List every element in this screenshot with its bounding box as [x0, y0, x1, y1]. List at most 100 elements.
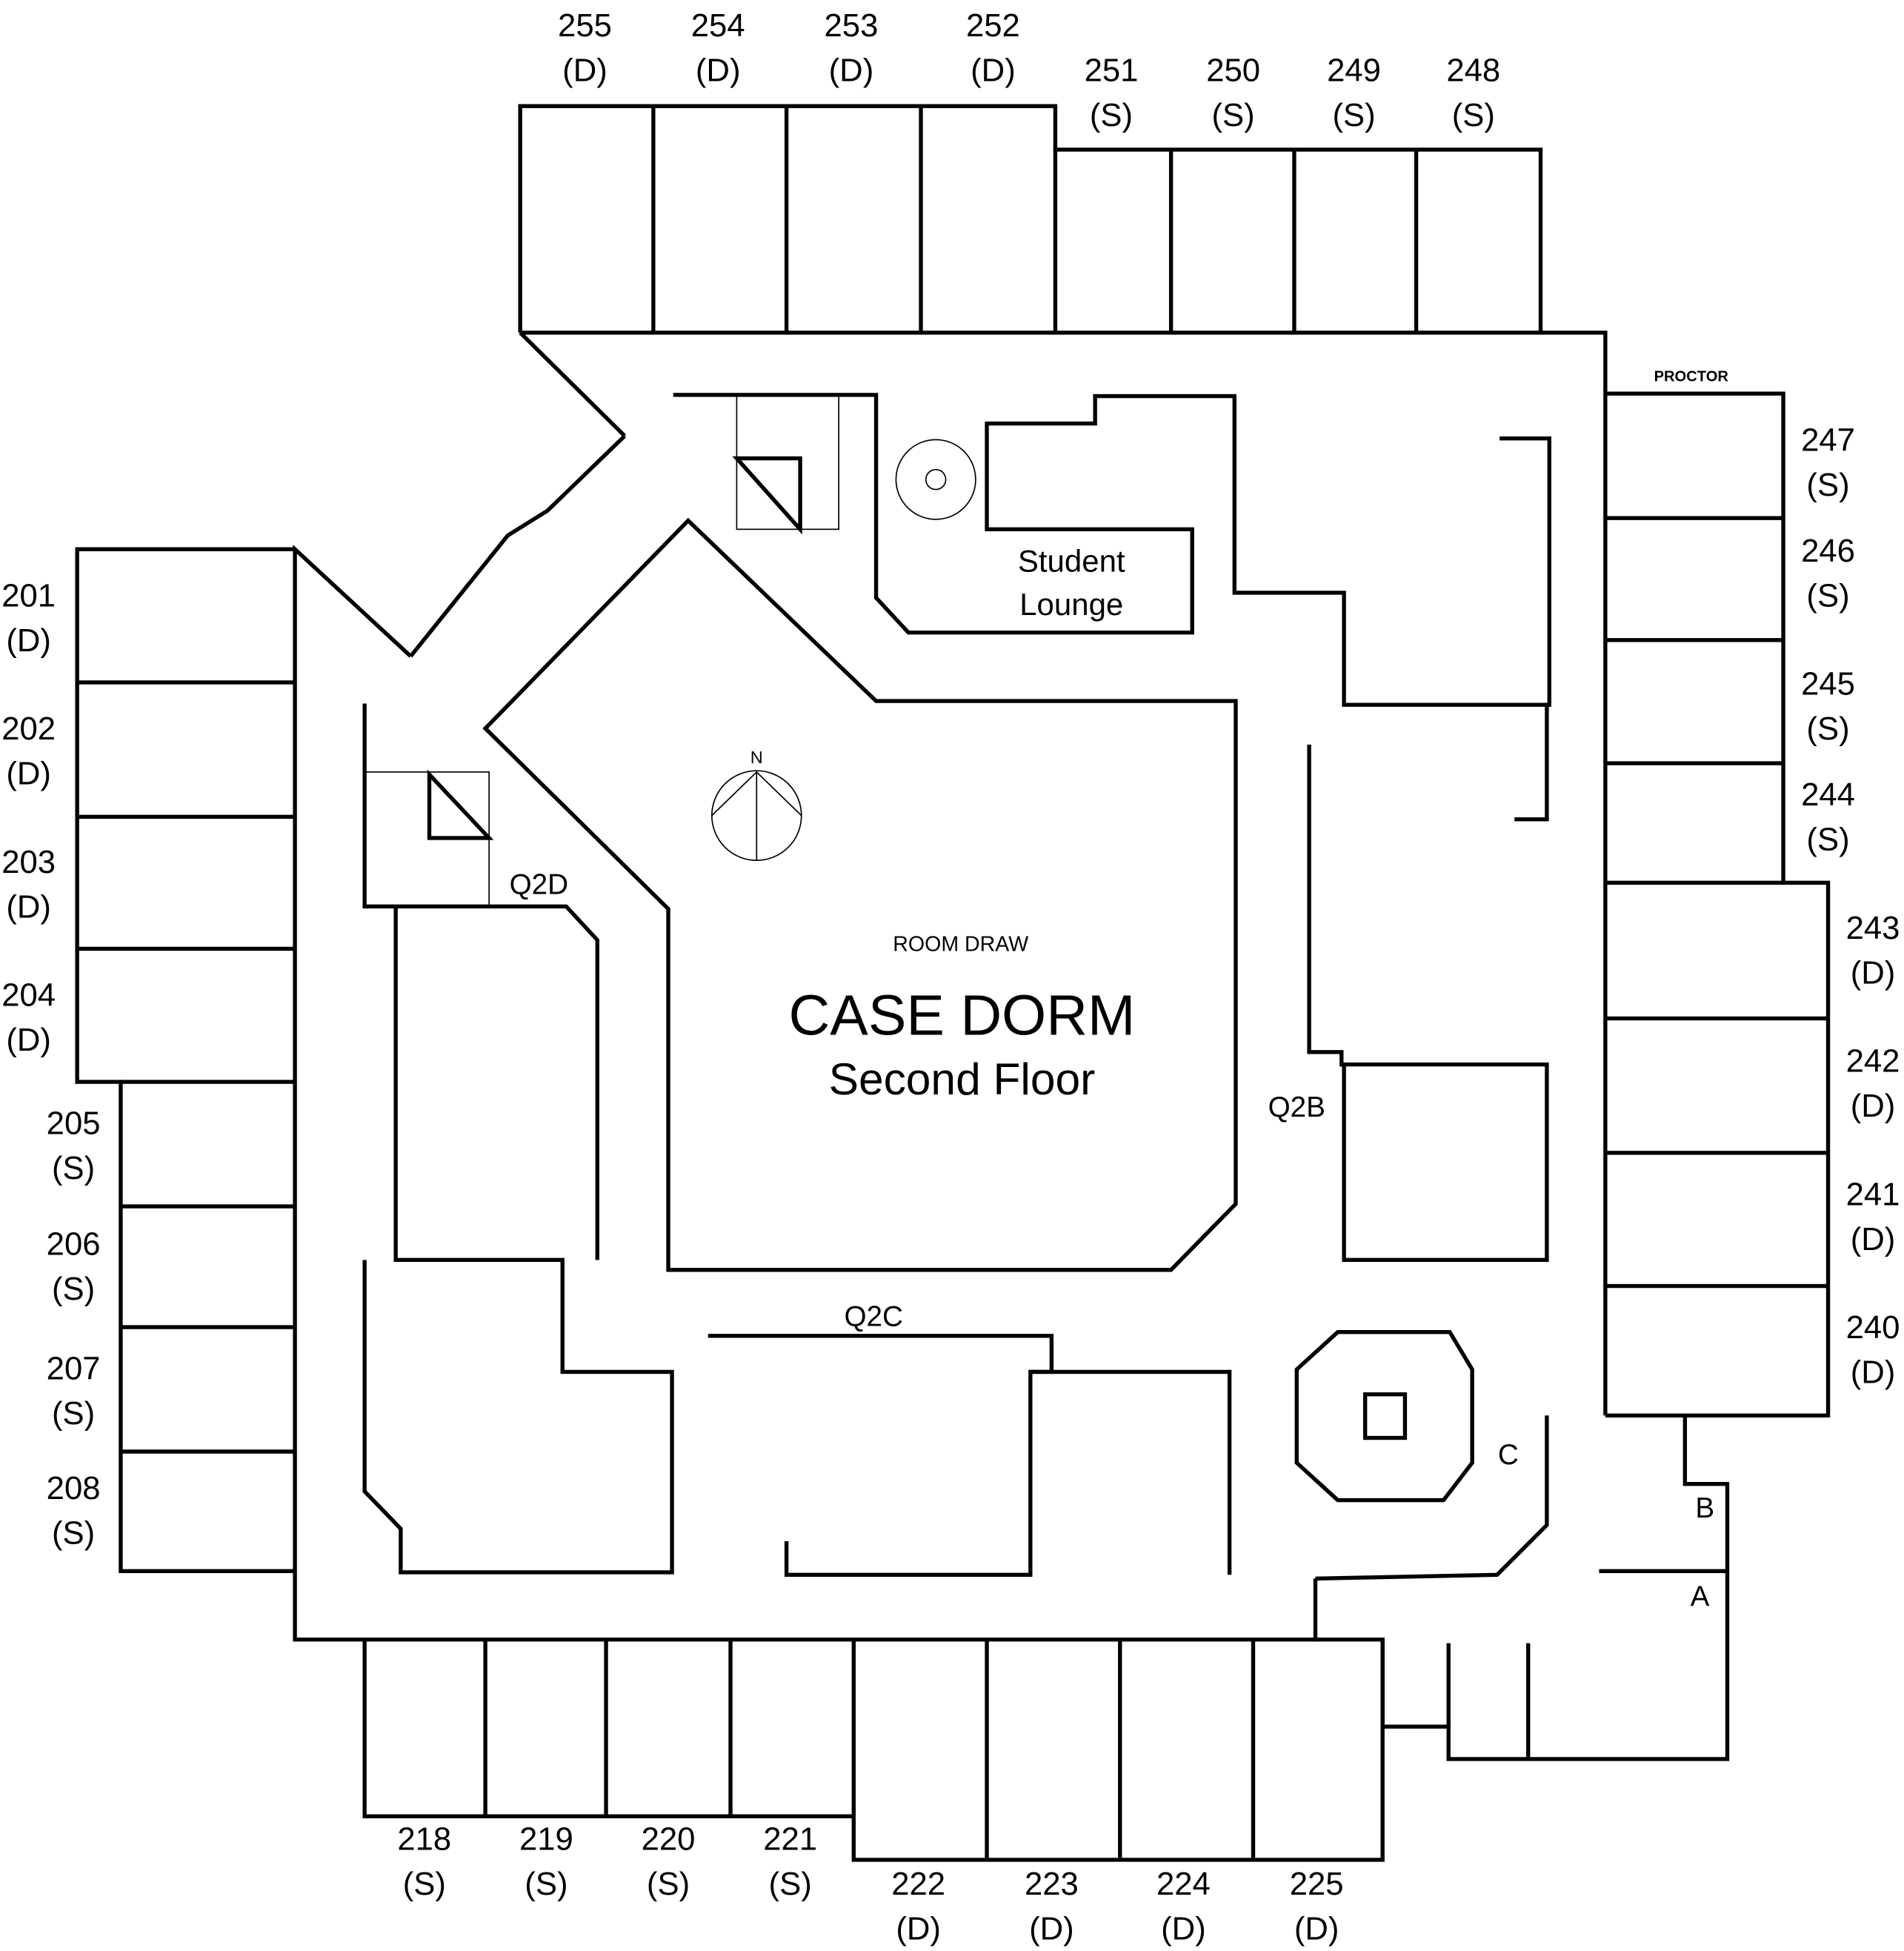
room-type: (D) [896, 1910, 941, 1947]
room-type: (S) [1332, 97, 1375, 133]
room-205[interactable]: 205 (S) [47, 1106, 101, 1186]
room-249[interactable]: 249 (S) [1327, 53, 1381, 133]
room-type: (S) [1806, 577, 1849, 614]
room-number: 203 [1, 844, 56, 880]
q2b-label: Q2B [1268, 1091, 1325, 1123]
room-type: (D) [1851, 1221, 1896, 1257]
room-type: (S) [52, 1271, 95, 1307]
room-245[interactable]: 245 (S) [1801, 666, 1855, 747]
room-222[interactable]: 222 (D) [891, 1866, 945, 1947]
room-type: (D) [6, 888, 51, 925]
room-type: (S) [52, 1150, 95, 1186]
room-type: (D) [1851, 954, 1896, 991]
room-type: (D) [829, 53, 874, 89]
room-248[interactable]: 248 (S) [1446, 53, 1500, 133]
room-220[interactable]: 220 (S) [642, 1821, 696, 1902]
room-number: 249 [1327, 53, 1381, 89]
room-204[interactable]: 204(D) [1, 977, 56, 1058]
room-243[interactable]: 243(D) [1846, 910, 1900, 991]
room-number: 204 [1, 977, 56, 1014]
room-221[interactable]: 221(S) [763, 1821, 817, 1902]
compass-icon [710, 770, 802, 861]
room-type: (D) [971, 53, 1016, 89]
room-number: 208 [47, 1470, 101, 1506]
q2d-label: Q2D [510, 868, 568, 900]
title-case-dorm: CASE DORM [789, 983, 1136, 1047]
room-number: 254 [691, 7, 745, 44]
room-type: (S) [525, 1866, 567, 1902]
room-type: (D) [6, 622, 51, 659]
room-number: 251 [1085, 53, 1139, 89]
room-labels: 255(D)254(D)253(D)252(D)251(S)250(S)249(… [1, 7, 1900, 1947]
room-218[interactable]: 218(S) [397, 1821, 451, 1902]
room-type: (D) [6, 756, 51, 792]
room-type: (D) [1851, 1355, 1896, 1391]
room-247[interactable]: 247 (S) [1801, 422, 1855, 502]
student-lounge-label: Student [1018, 543, 1125, 578]
room-number: 248 [1446, 53, 1500, 89]
area-labels: PROCTOR Student Lounge Q2D Q2C Q2B C B A [510, 368, 1729, 1612]
room-219[interactable]: 219(S) [519, 1821, 573, 1902]
room-number: 201 [1, 577, 56, 614]
room-number: 222 [891, 1866, 945, 1902]
room-number: 253 [825, 7, 879, 44]
room-255[interactable]: 255(D) [558, 7, 612, 88]
stairs [364, 394, 976, 908]
compass-north-label: N [750, 748, 763, 767]
room-201[interactable]: 201 (D) [1, 577, 56, 658]
room-number: 223 [1025, 1866, 1079, 1902]
room-number: 206 [47, 1226, 101, 1263]
room-number: 205 [47, 1106, 101, 1142]
room-203[interactable]: 203 (D) [1, 844, 56, 925]
room-type: (D) [1294, 1910, 1339, 1947]
room-type: (S) [647, 1866, 690, 1902]
room-number: 241 [1846, 1176, 1900, 1212]
room-type: (S) [1806, 467, 1849, 503]
room-number: 247 [1801, 422, 1855, 458]
room-250[interactable]: 250 (S) [1206, 53, 1260, 133]
room-252[interactable]: 252(D) [966, 7, 1020, 88]
room-206[interactable]: 206 (S) [47, 1226, 101, 1307]
room-224[interactable]: 224 (D) [1156, 1866, 1211, 1947]
room-type: (S) [1090, 97, 1133, 133]
room-number: 225 [1290, 1866, 1344, 1902]
map-title: ROOM DRAW CASE DORM Second Floor N [750, 748, 1136, 1104]
room-number: 245 [1801, 666, 1855, 702]
room-223[interactable]: 223 (D) [1025, 1866, 1079, 1947]
room-number: 220 [642, 1821, 696, 1858]
area-b-label: B [1695, 1492, 1714, 1524]
room-number: 224 [1156, 1866, 1211, 1902]
room-type: (S) [52, 1515, 95, 1551]
room-number: 202 [1, 711, 56, 747]
room-type: (D) [1161, 1910, 1206, 1947]
room-241[interactable]: 241 (D) [1846, 1176, 1900, 1257]
room-number: 240 [1846, 1309, 1900, 1346]
room-244[interactable]: 244(S) [1801, 777, 1855, 857]
title-room-draw: ROOM DRAW [893, 933, 1028, 957]
room-type: (S) [769, 1866, 812, 1902]
room-number: 250 [1206, 53, 1260, 89]
room-type: (S) [1212, 97, 1255, 133]
room-246[interactable]: 246 (S) [1801, 533, 1855, 614]
room-number: 246 [1801, 533, 1855, 569]
proctor-label: PROCTOR [1654, 368, 1729, 385]
room-type: (D) [1851, 1088, 1896, 1124]
room-225[interactable]: 225 (D) [1290, 1866, 1344, 1947]
room-number: 244 [1801, 777, 1855, 813]
room-207[interactable]: 207(S) [47, 1351, 101, 1432]
room-number: 207 [47, 1351, 101, 1387]
room-type: (D) [1029, 1910, 1074, 1947]
room-242[interactable]: 242(D) [1846, 1043, 1900, 1124]
room-251[interactable]: 251 (S) [1085, 53, 1139, 133]
room-253[interactable]: 253 (D) [825, 7, 879, 88]
room-type: (S) [1806, 711, 1849, 747]
room-type: (S) [1452, 97, 1495, 133]
student-lounge-label-2: Lounge [1019, 587, 1123, 622]
room-254[interactable]: 254(D) [691, 7, 745, 88]
room-208[interactable]: 208 (S) [47, 1470, 101, 1551]
room-240[interactable]: 240 (D) [1846, 1309, 1900, 1390]
area-a-label: A [1691, 1581, 1710, 1612]
room-202[interactable]: 202 (D) [1, 711, 56, 791]
walls [75, 104, 1831, 1862]
